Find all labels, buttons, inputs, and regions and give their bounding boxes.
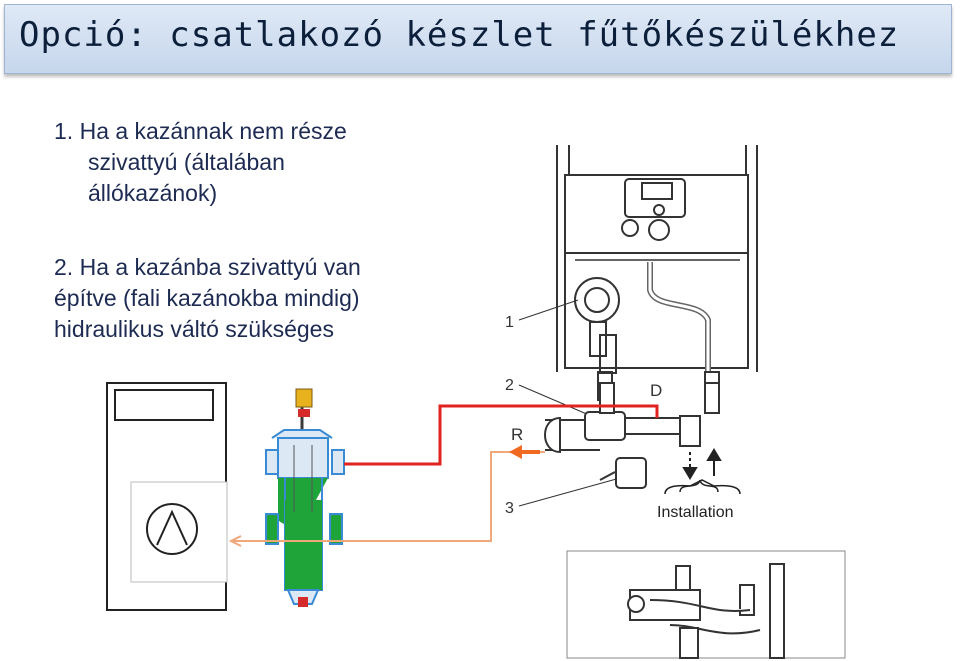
vent-valve-icon (298, 409, 310, 417)
floor-boiler (106, 382, 228, 611)
list-item-line: Ha a kazánnak nem része (79, 118, 347, 144)
supply-line (344, 404, 659, 466)
list-item-line: Ha a kazánba szivattyú van (79, 254, 361, 280)
callout-3: 3 (505, 500, 514, 517)
callout-2: 2 (505, 377, 514, 394)
list-item-number: 2. (54, 254, 74, 280)
label-r: R (511, 425, 523, 444)
list-item-line: állókazánok) (88, 180, 218, 206)
list-item-2: 2. Ha a kazánba szivattyú van építve (fa… (54, 252, 361, 345)
slide-title-bar: Opció: csatlakozó készlet fűtőkészülékhe… (4, 4, 952, 74)
slide-title: Opció: csatlakozó készlet fűtőkészülékhe… (19, 15, 900, 55)
air-vent-icon (295, 388, 313, 408)
list-item-number: 1. (54, 118, 74, 144)
return-arrow (509, 445, 540, 459)
callout-labels: 1 2 3 D R (505, 299, 662, 517)
installation-label: Installation (657, 504, 734, 521)
label-d: D (650, 381, 662, 400)
kit-inset (566, 550, 846, 659)
control-panel (621, 178, 686, 241)
drain-valve-icon (298, 597, 308, 607)
callout-1: 1 (505, 314, 514, 331)
wall-boiler (556, 145, 758, 401)
installation-arrows (664, 448, 741, 495)
list-item-line: hidraulikus váltó szükséges (54, 316, 334, 342)
list-item-1: 1. Ha a kazánnak nem része szivattyú (ál… (54, 116, 347, 209)
list-item-line: szivattyú (általában (88, 149, 285, 175)
hydraulic-separator (265, 388, 345, 607)
list-item-line: építve (fali kazánokba mindig) (54, 285, 360, 311)
connection-kit (544, 382, 720, 489)
